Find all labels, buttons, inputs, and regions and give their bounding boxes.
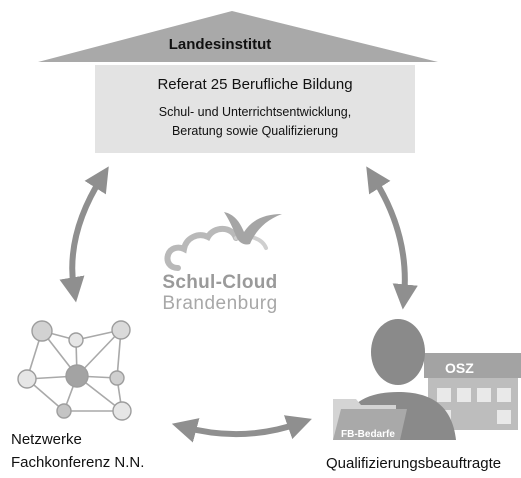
cloud-logo-icon (164, 212, 282, 271)
network-node (65, 364, 89, 388)
referat-title: Referat 25 Berufliche Bildung (157, 76, 353, 93)
network-node (68, 332, 84, 348)
roof-triangle (38, 11, 438, 62)
arrow-left (59, 166, 109, 303)
arrow-bottom (171, 415, 312, 443)
network-nodes (17, 320, 132, 421)
folder-label: FB-Bedarfe (341, 429, 395, 440)
referat-subtitle-line1: Schul- und Unterrichtsentwicklung, (158, 105, 352, 119)
network-node (109, 370, 125, 386)
network-node (17, 369, 37, 389)
referat-box (95, 65, 415, 153)
referat-subtitle-line2: Beratung sowie Qualifizierung (171, 124, 339, 138)
network-node (31, 320, 53, 342)
logo-wordmark: Schul-Cloud (162, 272, 278, 293)
network-node (111, 320, 131, 340)
building-label: OSZ (445, 360, 474, 376)
network-node (112, 401, 132, 421)
arrow-right (366, 166, 418, 310)
network-label-line2: Fachkonferenz N.N. (11, 454, 145, 471)
logo-region: Brandenburg (162, 293, 278, 314)
folder-icon (333, 399, 407, 440)
network-node (56, 403, 72, 419)
building-icon (424, 353, 521, 430)
institute-label: Landesinstitut (168, 36, 272, 53)
network-label-line1: Netzwerke (11, 431, 82, 448)
person-label: Qualifizierungsbeauftragte (326, 455, 502, 472)
